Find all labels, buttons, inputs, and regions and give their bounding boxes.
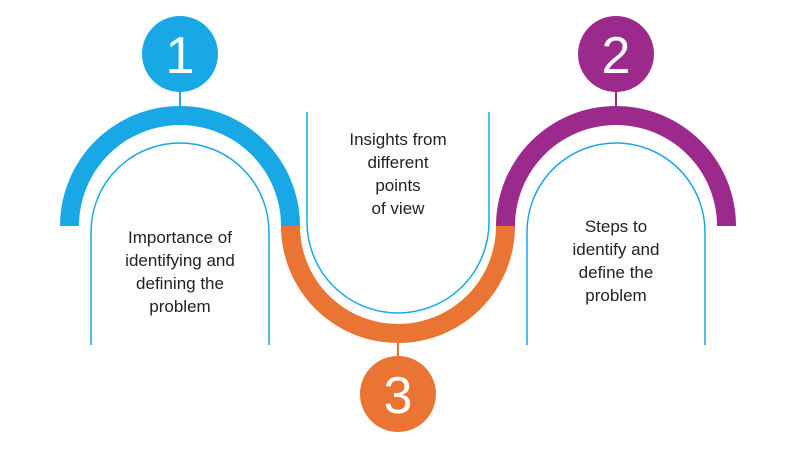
step-1-label-line: defining the [136, 274, 224, 293]
step-2-label-line: identify and [572, 240, 660, 259]
step-3-label: Insights from different points of view [318, 128, 478, 220]
step-1-label-line: problem [149, 297, 211, 316]
step-1-number: 1 [166, 27, 195, 85]
step-3-arc [281, 226, 515, 343]
step-3-badge: 3 [360, 356, 436, 432]
step-3-label-line: points [375, 176, 421, 195]
step-2-label-line: Steps to [584, 217, 648, 236]
step-3-label-line: Insights from [349, 130, 447, 149]
step-1-label-line: identifying and [125, 251, 235, 270]
step-2-label: Steps to identify and define the problem [536, 215, 696, 307]
step-2-label-line: problem [585, 286, 647, 305]
step-3-label-line: different [367, 153, 429, 172]
step-1-arc [60, 106, 300, 226]
step-1-outline [90, 142, 270, 345]
step-2-arc [496, 106, 736, 226]
step-2-number: 2 [602, 27, 631, 85]
step-1-label-line: Importance of [128, 228, 232, 247]
step-2-badge: 2 [578, 16, 654, 92]
step-2-label-line: define the [578, 263, 654, 282]
step-3-label-line: of view [371, 199, 425, 218]
step-1-badge: 1 [142, 16, 218, 92]
step-3-number: 3 [384, 367, 413, 425]
step-1-label: Importance of identifying and defining t… [100, 226, 260, 318]
step-3-outline [306, 112, 490, 314]
step-2-outline [526, 142, 706, 345]
